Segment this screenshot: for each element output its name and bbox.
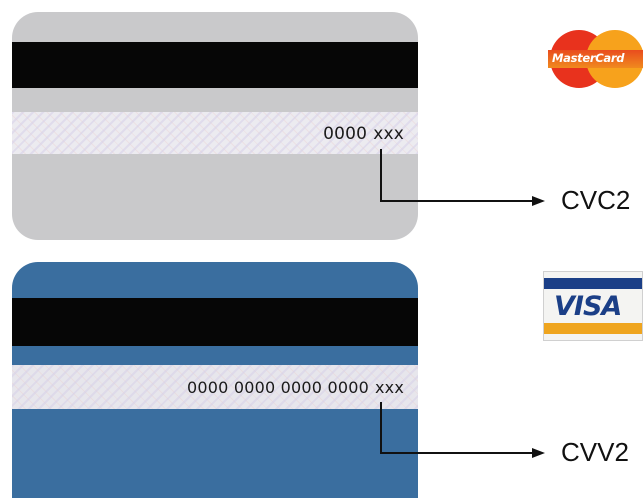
card-number: 0000 0000 0000 0000 (187, 378, 369, 397)
cvv2-arrowhead (532, 448, 545, 458)
magnetic-stripe (12, 298, 418, 346)
visa-gold-band (544, 323, 642, 334)
signature-panel: 0000 0000 0000 0000 xxx (12, 365, 418, 409)
visa-card-back: 0000 0000 0000 0000 xxx (12, 262, 418, 498)
magnetic-stripe (12, 42, 418, 88)
card-code: 0000 0000 0000 0000 xxx (187, 378, 404, 397)
cvc2-arrowhead (532, 196, 545, 206)
visa-logo: VISA (543, 271, 643, 341)
security-code: xxx (374, 378, 404, 397)
mastercard-logo-text: MasterCard (552, 51, 625, 65)
cvc2-label: CVC2 (561, 185, 631, 215)
visa-logo-text: VISA (554, 291, 622, 322)
mastercard-band (548, 50, 643, 68)
visa-blue-band (544, 278, 642, 289)
security-code: xxx (373, 124, 404, 144)
mastercard-logo: MasterCard (546, 30, 643, 88)
card-number: 0000 (323, 124, 368, 144)
cvv2-label: CVV2 (561, 437, 629, 467)
